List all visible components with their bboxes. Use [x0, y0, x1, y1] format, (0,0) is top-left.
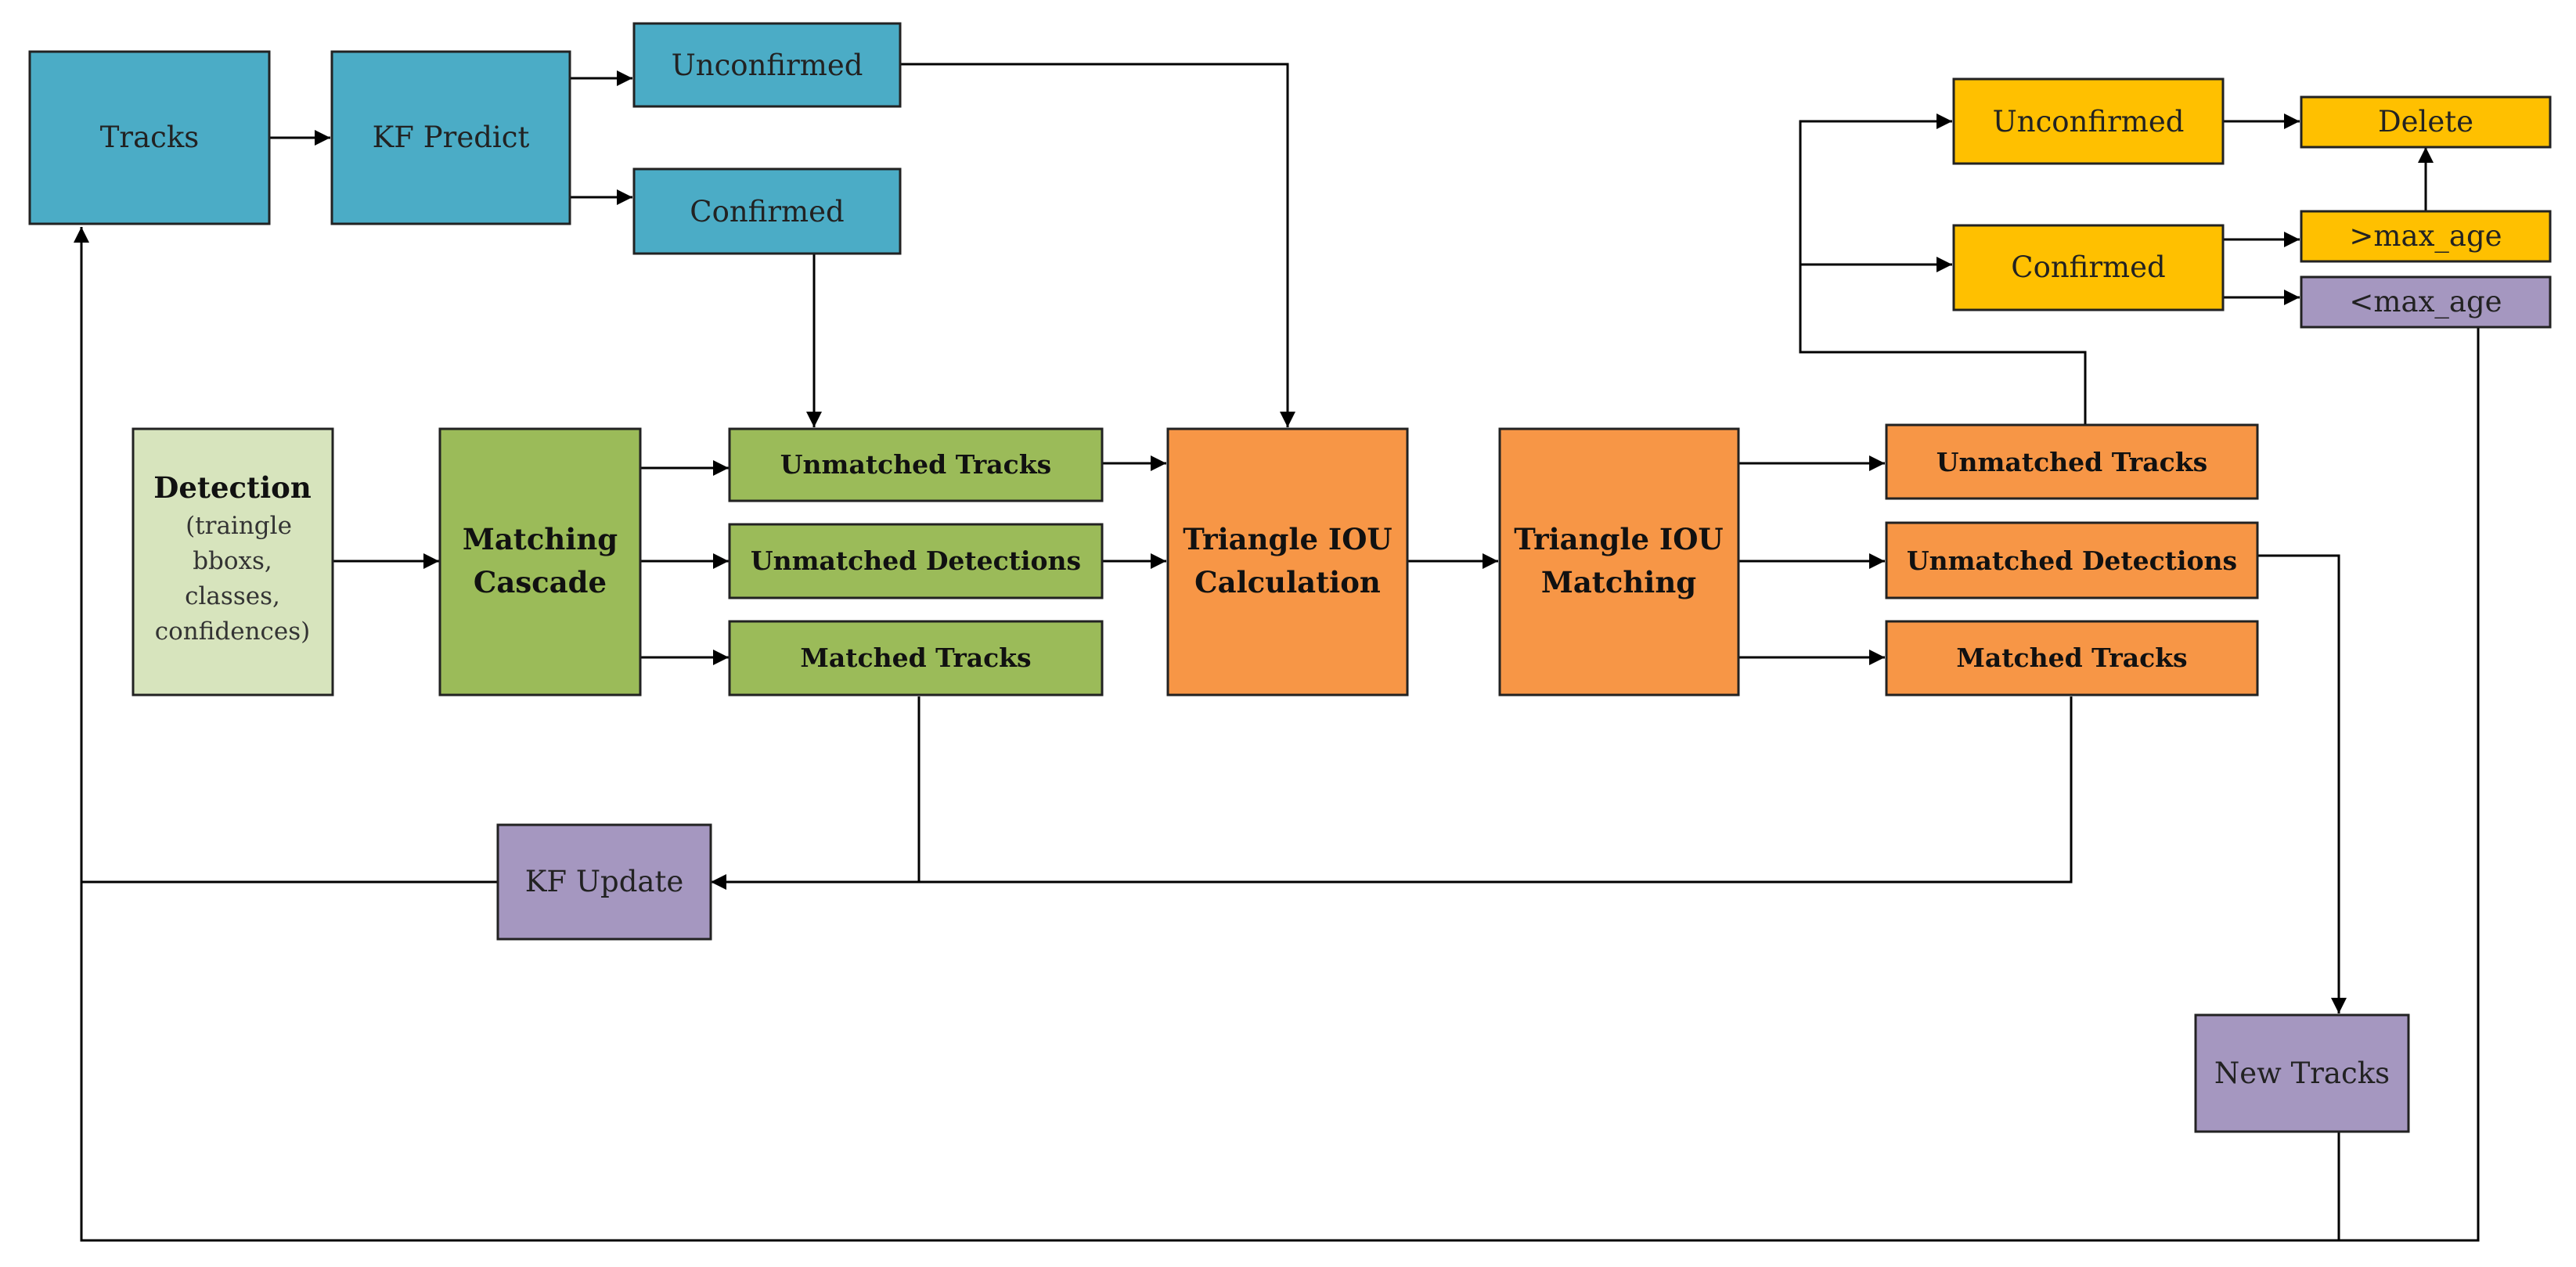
- lt-max-age-label: <max_age: [2349, 285, 2502, 319]
- detection-line2: bboxs,: [193, 547, 272, 575]
- node-unmatched-tracks-green: Unmatched Tracks: [728, 427, 1104, 502]
- node-matched-tracks-green: Matched Tracks: [728, 620, 1104, 696]
- arrow-matched-tracks-to-kf-update: [711, 696, 921, 890]
- connectors: [74, 63, 2480, 1242]
- node-unmatched-tracks-orange: Unmatched Tracks: [1885, 423, 2259, 500]
- unconfirmed-top-label: Unconfirmed: [672, 49, 863, 82]
- unmatched-tracks-orange-label: Unmatched Tracks: [1937, 447, 2207, 477]
- arrow-unmatched-tracks-to-unconfirmed: [1799, 113, 2087, 425]
- node-triangle-iou-matching: Triangle IOU Matching: [1498, 427, 1740, 696]
- iou-match-line2: Matching: [1541, 565, 1696, 599]
- new-tracks-label: New Tracks: [2214, 1056, 2390, 1090]
- iou-calc-line1: Triangle IOU: [1183, 522, 1392, 556]
- gt-max-age-label: >max_age: [2349, 219, 2502, 254]
- kf-predict-label: KF Predict: [373, 121, 530, 154]
- iou-calc-line2: Calculation: [1194, 565, 1381, 599]
- node-new-tracks: New Tracks: [2194, 1013, 2410, 1133]
- matching-cascade-line2: Cascade: [474, 565, 607, 599]
- node-matching-cascade: Matching Cascade: [438, 427, 642, 696]
- node-kf-update: KF Update: [496, 823, 712, 941]
- detection-line3: classes,: [185, 582, 280, 610]
- kf-update-label: KF Update: [525, 865, 683, 898]
- line-matched-tracks-orange-to-update: [919, 696, 2073, 884]
- unmatched-detections-green-label: Unmatched Detections: [751, 545, 1081, 576]
- node-detection: Detection (traingle bboxs, classes, conf…: [132, 427, 334, 696]
- node-tracks: Tracks: [28, 50, 271, 225]
- node-kf-predict: KF Predict: [330, 50, 571, 225]
- unmatched-tracks-green-label: Unmatched Tracks: [780, 449, 1051, 480]
- confirmed-top-label: Confirmed: [690, 195, 844, 229]
- matched-tracks-orange-label: Matched Tracks: [1956, 642, 2187, 673]
- detection-title: Detection: [153, 470, 312, 505]
- arrow-unconfirmed-to-iou-calc: [900, 63, 1295, 427]
- detection-line1: (traingle: [186, 512, 292, 540]
- iou-match-line1: Triangle IOU: [1514, 522, 1723, 556]
- node-unconfirmed-top: Unconfirmed: [632, 22, 902, 108]
- node-unmatched-detections-green: Unmatched Detections: [728, 523, 1104, 599]
- unconfirmed-right-label: Unconfirmed: [1993, 105, 2185, 139]
- arrow-unmatched-detections-to-new-tracks: [2257, 554, 2347, 1013]
- node-unconfirmed-right: Unconfirmed: [1952, 77, 2225, 165]
- matched-tracks-green-label: Matched Tracks: [800, 642, 1031, 673]
- detection-line4: confidences): [155, 617, 311, 646]
- matching-cascade-line1: Matching: [463, 522, 618, 556]
- tracks-label: Tracks: [100, 121, 200, 154]
- node-lt-max-age: <max_age: [2300, 275, 2552, 329]
- node-gt-max-age: >max_age: [2300, 210, 2552, 263]
- node-unmatched-detections-orange: Unmatched Detections: [1885, 521, 2259, 599]
- node-triangle-iou-calculation: Triangle IOU Calculation: [1166, 427, 1409, 696]
- node-confirmed-top: Confirmed: [632, 167, 902, 255]
- confirmed-right-label: Confirmed: [2011, 250, 2165, 284]
- node-delete: Delete: [2300, 95, 2552, 149]
- unmatched-detections-orange-label: Unmatched Detections: [1907, 545, 2237, 576]
- node-confirmed-right: Confirmed: [1952, 224, 2225, 311]
- arrow-loop-back-to-tracks: [74, 227, 2480, 1242]
- delete-label: Delete: [2378, 105, 2473, 139]
- node-matched-tracks-orange: Matched Tracks: [1885, 620, 2259, 696]
